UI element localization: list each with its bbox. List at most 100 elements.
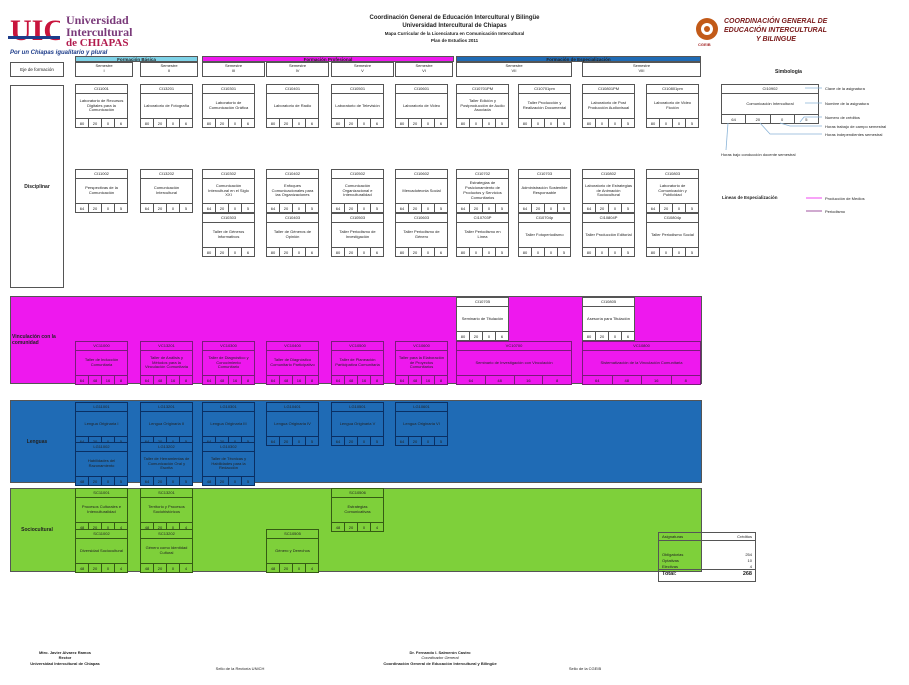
course-num: 4 <box>114 564 127 572</box>
course-code: LG10301 <box>203 403 254 412</box>
course-num: 80 <box>206 120 212 126</box>
course-num: 0 <box>292 437 305 445</box>
course-name: Taller de Géneros Informativos <box>212 229 245 239</box>
course-name: Taller Periodismo en Línea <box>464 229 501 239</box>
course-code: CI10705 <box>457 298 508 307</box>
cgeib-line-3: Y BILINGUE <box>756 36 796 43</box>
course-num: 20 <box>153 477 166 485</box>
course-num: 0 <box>421 204 434 212</box>
course-code: VC10400 <box>267 342 318 351</box>
course-name: Taller Edición y Postproducción de Audio… <box>460 97 505 113</box>
course-num: 20 <box>153 119 166 127</box>
course-num: 8 <box>542 376 571 384</box>
course-num: 20 <box>279 564 292 572</box>
course-num: 80 <box>586 120 592 126</box>
course-code: CI10803 <box>647 170 698 179</box>
course-code: CI10801pm <box>647 85 698 94</box>
legend-num-2: 0 <box>769 115 794 123</box>
course-num: 64 <box>144 205 150 211</box>
course-num: 0 <box>608 248 621 256</box>
semester-label: Semestre <box>353 63 372 68</box>
legend-clave: Clave de la asignatura <box>825 86 865 91</box>
course-num: 20 <box>279 248 292 256</box>
course-code: CI10403 <box>267 214 318 223</box>
course-num: 80 <box>650 120 656 126</box>
course-num: 0 <box>531 119 544 127</box>
credits-row-value: 4 <box>749 563 752 569</box>
course-name: Seminario de Titulación <box>461 315 504 321</box>
course-code: CI10301 <box>203 85 254 94</box>
course-num: 64 <box>270 205 276 211</box>
course-num: 80 <box>335 249 341 255</box>
course-num: 5 <box>621 204 634 212</box>
course-code: CI10804p <box>647 214 698 223</box>
course-num: 0 <box>608 332 621 340</box>
credits-row-value: 10 <box>747 557 752 563</box>
course-num: 0 <box>166 477 179 485</box>
legend-num-1: 20 <box>745 115 769 123</box>
course-name: Laboratorio de Video <box>402 102 441 108</box>
course-code: LG11002 <box>76 443 127 452</box>
legend-nombre: Nombre de la asignatura <box>825 101 869 106</box>
course-num: 20 <box>659 204 672 212</box>
course-num: 64 <box>650 205 656 211</box>
semester-number: V <box>361 67 364 73</box>
course-name: Laboratorio de Video Ficción <box>653 100 692 110</box>
course-num: 0 <box>228 477 241 485</box>
course-num: 5 <box>495 248 508 256</box>
course-num: 16 <box>513 376 543 384</box>
course-num: 5 <box>557 248 570 256</box>
course-num: 0 <box>357 523 370 531</box>
bar-formacion-profesional: Formación Profesional <box>202 56 454 62</box>
course-num: 0 <box>166 119 179 127</box>
course-code: SC10506 <box>332 489 383 498</box>
course-num: 5 <box>241 477 254 485</box>
course-num: 80 <box>270 120 276 126</box>
course-num: 48 <box>270 565 276 571</box>
course-name: Comunicación Organizacional e Intercultu… <box>342 182 373 198</box>
course-num: 80 <box>399 120 405 126</box>
course-name: Taller de Técnicas y Habilidades para la… <box>210 455 247 471</box>
header-line-4: Plan de Estudios 2011 <box>430 38 479 43</box>
course-num: 6 <box>305 119 318 127</box>
course-num: 64 <box>79 205 85 211</box>
course-num: 6 <box>434 119 447 127</box>
header-line-2: Universidad Intercultural de Chiapas <box>402 23 507 29</box>
course-num: 16 <box>166 376 179 384</box>
legend-creditos: Numero de créditos <box>825 115 860 120</box>
course-num: 20 <box>344 119 357 127</box>
course-name: Taller de Diagnóstico Comunitario Partic… <box>270 357 315 367</box>
eje-formacion-header: Eje de formación <box>10 62 64 77</box>
credits-total-value: 268 <box>742 570 752 577</box>
course-num: 0 <box>228 437 241 445</box>
course-num: 80 <box>586 249 592 255</box>
credits-h1: Asignaturas <box>662 534 684 539</box>
logo-line-3: de CHIAPAS <box>66 37 129 49</box>
course-num: 0 <box>101 119 114 127</box>
course-code: CI10303 <box>203 214 254 223</box>
course-code: CI13201 <box>141 85 192 94</box>
course-num: 0 <box>357 437 370 445</box>
course-num: 20 <box>531 204 544 212</box>
